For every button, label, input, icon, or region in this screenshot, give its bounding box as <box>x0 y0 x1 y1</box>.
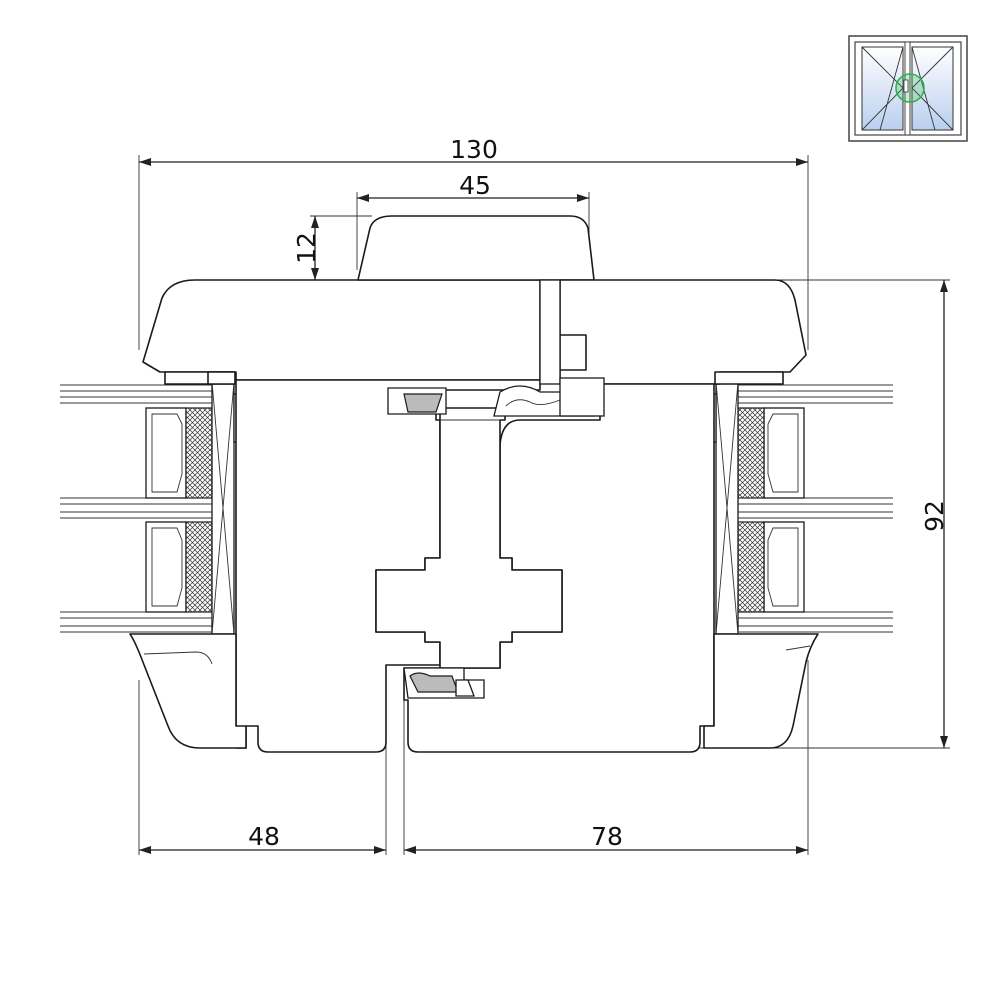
right-outer-sash-top <box>559 279 807 385</box>
handle-icon <box>903 79 909 93</box>
highlight-circle <box>895 73 925 103</box>
right-sash-body <box>403 383 715 753</box>
dimension-label-left-width: 48 <box>248 822 280 851</box>
right-bottom-bead <box>703 633 819 749</box>
dimension-label-overall-height: 92 <box>920 500 949 532</box>
dimension-label-overlap-width: 45 <box>459 171 491 200</box>
dimension-label-overall-width: 130 <box>450 135 498 164</box>
right-glazing-unit <box>703 381 893 635</box>
dimension-lines <box>138 155 950 855</box>
bottom-gaskets <box>403 667 485 699</box>
left-outer-sash-top <box>142 279 541 385</box>
dimension-label-overlap-height: 12 <box>292 232 321 264</box>
dimension-label-right-width: 78 <box>591 822 623 851</box>
left-bottom-bead <box>129 633 247 749</box>
overlap-cap <box>357 215 595 281</box>
double-casement-window-icon <box>848 35 968 142</box>
top-gaskets <box>387 279 605 417</box>
centre-mullion <box>375 407 563 669</box>
left-glazing-unit <box>60 381 247 635</box>
